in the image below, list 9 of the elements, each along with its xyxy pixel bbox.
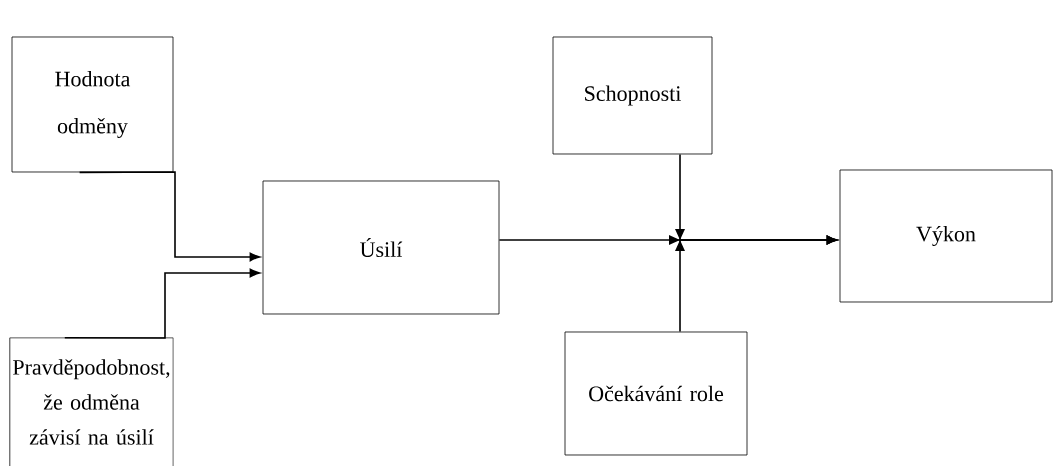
arrow [675, 235, 838, 333]
text-box: Očekávání role [564, 331, 748, 456]
text-box: Pravděpodobnost, že odměna závisí na úsilí [9, 337, 174, 466]
text-box: Úsilí [262, 180, 500, 315]
arrow [64, 268, 261, 339]
text-box: Schopnosti [552, 36, 713, 155]
text-box: Výkon [839, 169, 1053, 303]
arrow [78, 171, 261, 262]
text-box: Hodnota odměny [11, 36, 174, 173]
